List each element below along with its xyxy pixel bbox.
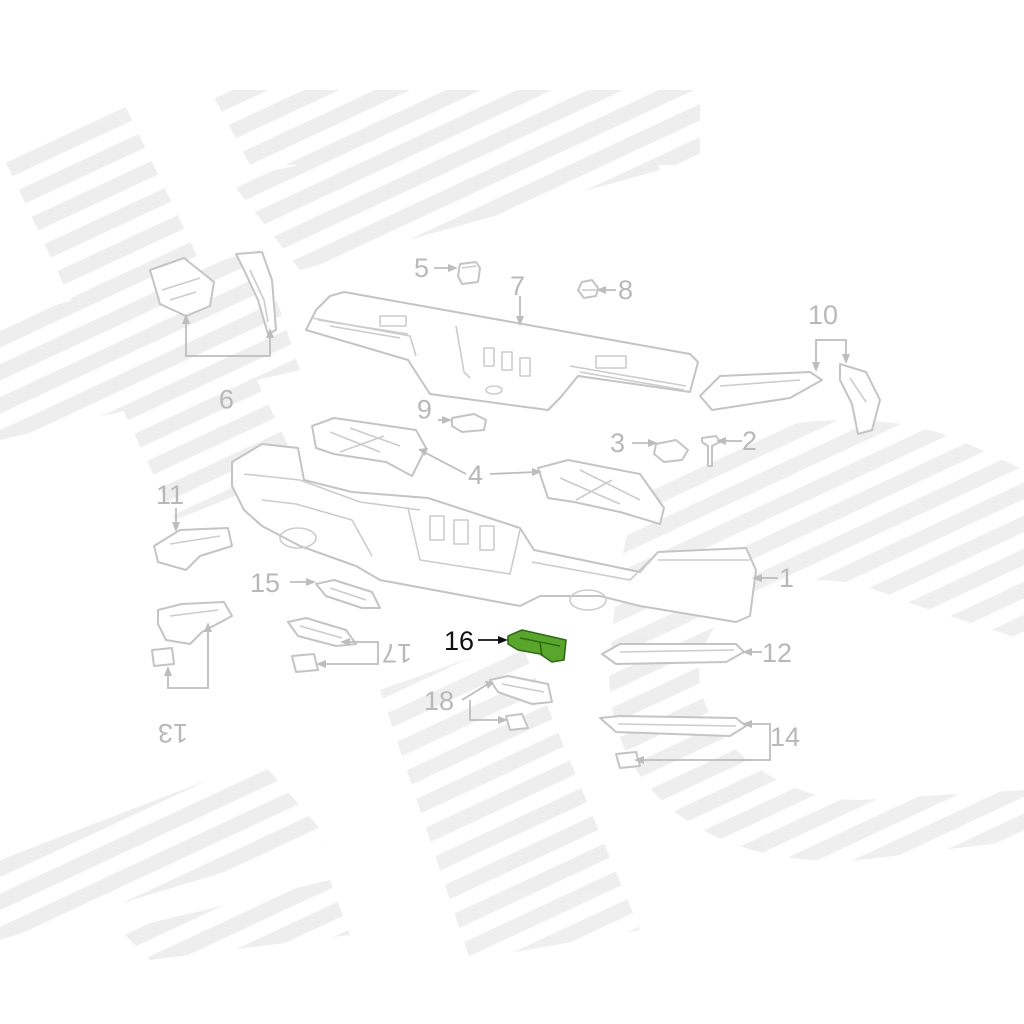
part-6-plug[interactable] bbox=[451, 413, 487, 433]
part-9-left-bracket[interactable] bbox=[149, 251, 277, 335]
callout-13: 13 bbox=[158, 622, 212, 748]
svg-text:3: 3 bbox=[610, 428, 625, 458]
part-10-right-bracket[interactable] bbox=[699, 363, 881, 435]
part-16-bracket[interactable] bbox=[507, 629, 567, 663]
svg-text:10: 10 bbox=[808, 300, 838, 330]
callout-7: 7 bbox=[510, 271, 525, 326]
part-18-bracket[interactable] bbox=[489, 675, 553, 731]
callout-2: 2 bbox=[716, 426, 757, 456]
part-4-bracket-left[interactable] bbox=[311, 417, 427, 477]
callout-1: 1 bbox=[752, 563, 794, 593]
svg-text:5: 5 bbox=[414, 253, 429, 283]
callout-5: 5 bbox=[414, 253, 458, 283]
svg-text:18: 18 bbox=[424, 686, 454, 716]
svg-text:8: 8 bbox=[618, 275, 633, 305]
part-3-clip[interactable] bbox=[653, 439, 689, 463]
svg-text:4: 4 bbox=[468, 460, 483, 490]
svg-text:7: 7 bbox=[510, 271, 525, 301]
part-14-trim[interactable] bbox=[599, 715, 747, 769]
part-5-clip[interactable] bbox=[457, 261, 481, 285]
callout-6: 6 bbox=[417, 394, 452, 424]
callout-10: 10 bbox=[808, 300, 850, 372]
svg-text:16: 16 bbox=[444, 626, 474, 656]
svg-text:2: 2 bbox=[742, 426, 757, 456]
callout-16: 16 bbox=[444, 626, 508, 656]
svg-text:12: 12 bbox=[762, 638, 792, 668]
svg-text:9: 9 bbox=[219, 384, 234, 414]
svg-text:13: 13 bbox=[158, 718, 188, 748]
svg-text:17: 17 bbox=[382, 638, 412, 668]
callout-14: 14 bbox=[634, 720, 800, 764]
callout-3: 3 bbox=[610, 428, 658, 458]
svg-text:15: 15 bbox=[250, 568, 280, 598]
callout-17: 17 bbox=[316, 638, 412, 668]
part-2-bolt[interactable] bbox=[701, 435, 721, 467]
callout-9: 9 bbox=[182, 314, 274, 414]
svg-text:11: 11 bbox=[156, 480, 184, 510]
part-17-bracket[interactable] bbox=[287, 617, 357, 673]
svg-text:14: 14 bbox=[770, 722, 800, 752]
watermark-logo bbox=[0, 90, 1024, 960]
part-7-step-pad[interactable] bbox=[305, 291, 699, 411]
part-4-bracket-right[interactable] bbox=[537, 459, 665, 525]
part-13-bracket[interactable] bbox=[151, 601, 233, 667]
callout-4: 4 bbox=[418, 448, 542, 490]
callout-12: 12 bbox=[742, 638, 792, 668]
svg-text:6: 6 bbox=[417, 394, 432, 424]
part-15-bracket[interactable] bbox=[315, 579, 381, 609]
svg-text:1: 1 bbox=[779, 563, 794, 593]
part-11-bracket[interactable] bbox=[153, 527, 233, 571]
callout-11: 11 bbox=[156, 480, 184, 532]
part-1-bumper[interactable] bbox=[231, 443, 757, 623]
callout-8: 8 bbox=[596, 275, 633, 305]
part-12-trim[interactable] bbox=[601, 643, 745, 665]
part-8-push-pin[interactable] bbox=[577, 279, 599, 299]
callout-15: 15 bbox=[250, 568, 316, 598]
callout-18: 18 bbox=[424, 681, 508, 724]
